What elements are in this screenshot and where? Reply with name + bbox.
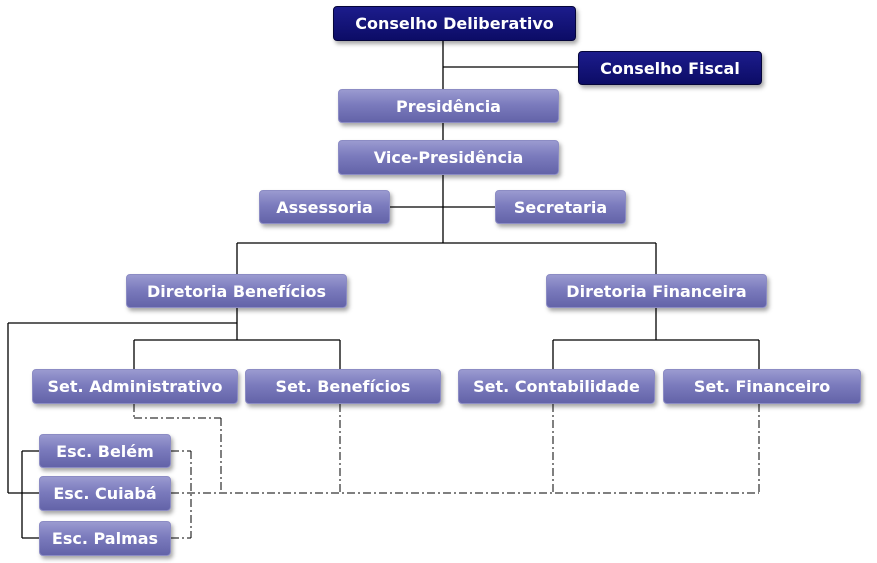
conselho-fiscal-box: Conselho Fiscal bbox=[578, 51, 762, 85]
esc-palmas-box: Esc. Palmas bbox=[39, 521, 171, 556]
diretoria-beneficios-box: Diretoria Benefícios bbox=[126, 274, 347, 308]
set-beneficios-label: Set. Benefícios bbox=[275, 377, 411, 396]
set-beneficios-box: Set. Benefícios bbox=[245, 369, 441, 404]
conselho-deliberativo-box: Conselho Deliberativo bbox=[333, 6, 576, 41]
set-administrativo-label: Set. Administrativo bbox=[47, 377, 223, 396]
set-financeiro-box: Set. Financeiro bbox=[663, 369, 861, 404]
vice-presidencia-label: Vice-Presidência bbox=[373, 148, 524, 167]
assessoria-box: Assessoria bbox=[259, 190, 390, 224]
esc-cuiaba-box: Esc. Cuiabá bbox=[39, 476, 171, 511]
conselho-fiscal-label: Conselho Fiscal bbox=[600, 58, 740, 78]
diretoria-beneficios-label: Diretoria Benefícios bbox=[146, 281, 327, 301]
presidencia-label: Presidência bbox=[396, 96, 501, 116]
secretaria-box: Secretaria bbox=[495, 190, 626, 224]
diretoria-financeira-label: Diretoria Financeira bbox=[566, 281, 747, 301]
presidencia-box: Presidência bbox=[338, 89, 559, 123]
secretaria-label: Secretaria bbox=[513, 197, 608, 217]
set-contabilidade-label: Set. Contabilidade bbox=[473, 377, 640, 396]
esc-belem-box: Esc. Belém bbox=[39, 434, 171, 468]
set-administrativo-box: Set. Administrativo bbox=[32, 369, 238, 404]
esc-cuiaba-label: Esc. Cuiabá bbox=[53, 484, 157, 503]
esc-palmas-label: Esc. Palmas bbox=[51, 529, 159, 548]
assessoria-label: Assessoria bbox=[276, 197, 373, 217]
set-contabilidade-box: Set. Contabilidade bbox=[458, 369, 655, 404]
esc-belem-label: Esc. Belém bbox=[56, 441, 154, 461]
set-financeiro-label: Set. Financeiro bbox=[693, 377, 831, 396]
conselho-deliberativo-label: Conselho Deliberativo bbox=[355, 14, 554, 33]
vice-presidencia-box: Vice-Presidência bbox=[338, 140, 559, 175]
diretoria-financeira-box: Diretoria Financeira bbox=[546, 274, 767, 308]
